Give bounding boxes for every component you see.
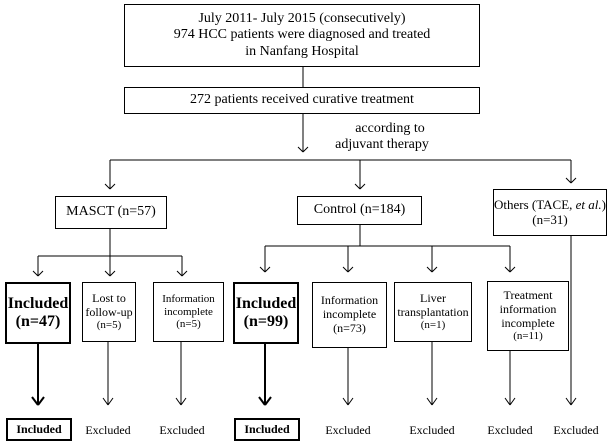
included-label: Included [7,294,69,312]
incomplete-line: incomplete [164,305,213,318]
outcome-label: Included [16,421,62,436]
connector-line [504,266,511,273]
connector-line [259,266,266,273]
connector-line [258,396,266,406]
others-italic: et al. [575,196,602,212]
connector-line [104,270,111,277]
treatment-count: (n=11) [513,330,543,343]
included-count: (n=99) [243,313,289,330]
connector-line [181,270,188,277]
outcome-excluded: Excluded [409,423,455,437]
connector-line [102,397,109,406]
connector-line [504,397,511,406]
control-group-box: Control (n=184) [297,196,422,225]
connector-line [31,396,39,406]
connector-line [509,266,516,273]
connector-line [347,266,354,273]
connector-line [354,183,361,190]
connector-line [342,397,349,406]
connector-line [180,397,187,406]
others-prefix: Others (TACE, [494,196,576,212]
top-box-line: in Nanfang Hospital [245,43,359,59]
connector-line [570,177,577,184]
incomplete-count: (n=5) [176,318,201,331]
outcome-excluded: Excluded [159,423,205,437]
mascot-included-box: Included (n=47) [5,282,71,344]
outcome-excluded: Excluded [325,423,371,437]
treatment-line: information [499,301,557,316]
connector-line [109,270,116,277]
connector-line [426,266,433,273]
connector-line [104,183,111,190]
control-group-label: Control (n=184) [313,202,406,218]
adjuvant-therapy-note: according to adjuvant therapy [320,121,460,153]
top-box: July 2011- July 2015 (consecutively) 974… [124,4,480,67]
liver-transplantation-box: Liver transplantation (n=1) [394,282,472,342]
others-group-line: Others (TACE, et al.) [494,196,606,213]
connector-line [107,397,114,406]
connector-line [297,146,304,153]
others-group-line: (n=31) [532,211,568,227]
others-group-box: Others (TACE, et al.) (n=31) [493,189,607,236]
connector-line [565,397,572,406]
adjuvant-note-line: adjuvant therapy [335,137,429,153]
liver-line: Liver [420,290,446,305]
curative-treatment-box: 272 patients received curative treatment [124,87,480,114]
incomplete-line: incomplete [322,307,377,322]
connector-line [176,270,183,277]
control-incomplete-box: Information incomplete (n=73) [312,282,387,348]
outcome-label: Included [244,421,290,436]
connector-line [359,183,366,190]
liver-count: (n=1) [420,319,446,332]
connector-line [37,396,45,406]
included-label: Included [235,294,297,312]
connector-line [565,177,572,184]
connector-line [431,266,438,273]
liver-line: transplantation [397,304,469,319]
lost-line: follow-up [85,304,133,319]
included-count: (n=47) [15,313,61,330]
connector-line [175,397,182,406]
connector-line [347,397,354,406]
connector-line [264,396,272,406]
outcome-included-box: Included [234,418,300,441]
top-box-line: July 2011- July 2015 (consecutively) [198,11,406,27]
outcome-excluded: Excluded [553,423,599,437]
outcome-excluded: Excluded [487,423,533,437]
connector-line [570,397,577,406]
treatment-incomplete-box: Treatment information incomplete (n=11) [487,281,569,351]
outcome-excluded: Excluded [85,423,131,437]
lost-count: (n=5) [96,319,122,332]
connector-line [32,270,39,277]
connector-line [342,266,349,273]
mascot-group-box: MASCT (n=57) [55,196,167,229]
mascot-incomplete-box: Information incomplete (n=5) [153,282,224,342]
incomplete-line: Information [320,293,379,308]
outcome-included-box: Included [6,418,72,441]
connector-line [109,183,116,190]
connector-line [37,270,44,277]
others-suffix: ) [601,196,606,212]
adjuvant-note-line: according to [355,121,425,136]
connector-line [302,146,309,153]
control-included-box: Included (n=99) [233,282,299,344]
incomplete-line: Information [162,293,215,306]
treatment-line: incomplete [501,315,555,330]
treatment-line: Treatment [503,287,553,302]
curative-treatment-label: 272 patients received curative treatment [190,92,414,108]
top-box-line: 974 HCC patients were diagnosed and trea… [173,27,431,43]
connector-line [431,397,438,406]
incomplete-count: (n=73) [333,320,366,335]
connector-line [509,397,516,406]
mascot-group-label: MASCT (n=57) [66,204,156,220]
mascot-lost-box: Lost to follow-up (n=5) [82,282,136,342]
connector-line [264,266,271,273]
connector-line [426,397,433,406]
lost-line: Lost to [92,290,126,305]
